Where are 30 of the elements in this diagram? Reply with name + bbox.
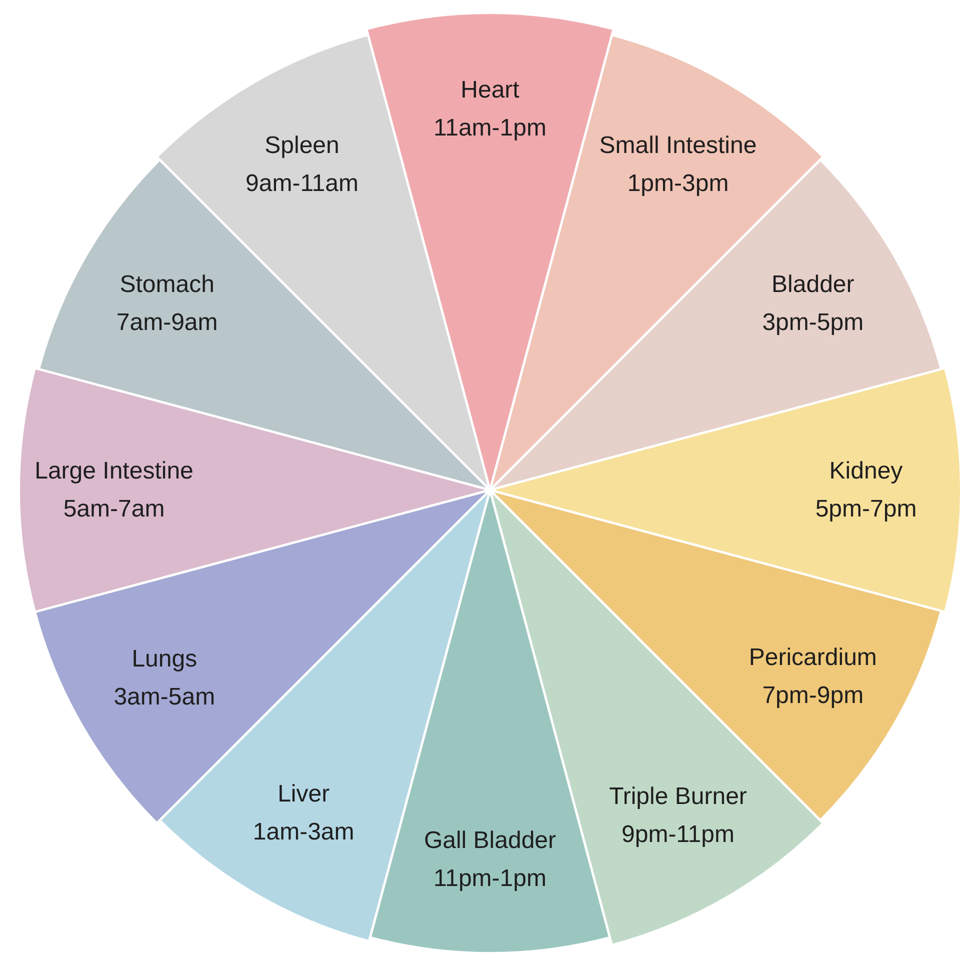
organ-name: Triple Burner <box>609 783 747 810</box>
clock-segment <box>36 492 486 822</box>
clock-segment <box>494 492 940 819</box>
time-range: 11pm-1pm <box>434 865 546 892</box>
organ-name: Liver <box>278 780 330 808</box>
time-range: 9pm-11pm <box>622 821 734 848</box>
clock-segment <box>20 370 486 610</box>
time-range: 9am-11am <box>246 170 358 197</box>
organ-name: Small Intestine <box>599 132 757 159</box>
time-range: 11am-1pm <box>434 114 546 142</box>
time-range: 3am-5am <box>114 684 216 710</box>
time-range: 5pm-7pm <box>815 496 917 522</box>
organ-name: Pericardium <box>748 644 877 671</box>
organ-name: Lungs <box>132 646 198 672</box>
organ-name: Large Intestine <box>34 458 194 484</box>
organ-name: Spleen <box>264 132 340 159</box>
time-range: 5am-7am <box>63 496 165 522</box>
organ-name: Stomach <box>120 271 214 298</box>
time-range: 3pm-5pm <box>762 309 864 336</box>
time-range: 7pm-9pm <box>762 682 864 709</box>
time-range: 7am-9am <box>116 309 218 336</box>
organ-name: Heart <box>460 76 520 104</box>
organ-name: Bladder <box>772 271 854 298</box>
time-range: 1am-3am <box>252 818 354 846</box>
time-range: 1pm-3pm <box>627 170 729 197</box>
organ-name: Kidney <box>829 458 903 484</box>
clock-segment <box>372 494 608 952</box>
clock-segment <box>494 161 940 488</box>
organ-name: Gall Bladder <box>424 827 556 854</box>
clock-segment <box>494 370 960 610</box>
